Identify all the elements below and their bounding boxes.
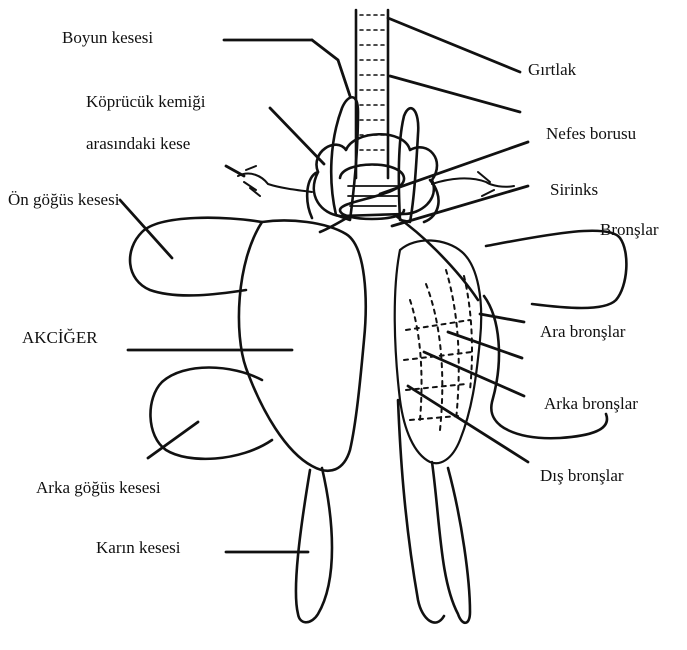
leader-nefes-borusu bbox=[390, 76, 520, 112]
label-on-gogus-kesesi: Ön göğüs kesesi bbox=[8, 190, 119, 210]
label-boyun-kesesi: Boyun kesesi bbox=[62, 28, 153, 48]
leader-kopruculuk bbox=[270, 108, 324, 164]
leader-on-gogus-kesesi bbox=[120, 200, 172, 258]
leader-dis-bronslar bbox=[408, 386, 528, 462]
leader-girtlak bbox=[388, 18, 520, 72]
label-bronslar: Bronşlar bbox=[600, 220, 659, 240]
trachea bbox=[356, 10, 388, 178]
cervical-air-sac-right bbox=[399, 108, 418, 222]
leader-boyun-kesesi-b bbox=[312, 40, 350, 96]
abdominal-air-sac-right bbox=[432, 462, 470, 623]
label-karin-kesesi: Karın kesesi bbox=[96, 538, 181, 558]
label-kopruculuk-line1: Köprücük kemiği bbox=[86, 92, 205, 112]
label-arka-bronslar: Arka bronşlar bbox=[544, 394, 638, 414]
label-sirinks: Sirinks bbox=[550, 180, 598, 200]
posterior-thoracic-air-sac bbox=[150, 368, 272, 459]
syrinx bbox=[340, 165, 404, 220]
label-dis-bronslar: Dış bronşlar bbox=[540, 466, 624, 486]
leader-kopruculuk-b bbox=[226, 166, 244, 176]
label-akciger: AKCİĞER bbox=[22, 328, 98, 348]
leader-ara-bronslar bbox=[480, 314, 524, 322]
lung bbox=[239, 221, 366, 471]
label-nefes-borusu: Nefes borusu bbox=[546, 124, 636, 144]
abdominal-air-sac bbox=[296, 468, 332, 622]
label-ara-bronslar: Ara bronşlar bbox=[540, 322, 625, 342]
label-girtlak: Gırtlak bbox=[528, 60, 576, 80]
label-arka-gogus-kesesi: Arka göğüs kesesi bbox=[36, 478, 161, 498]
label-kopruculuk-line2: arasındaki kese bbox=[86, 134, 190, 154]
